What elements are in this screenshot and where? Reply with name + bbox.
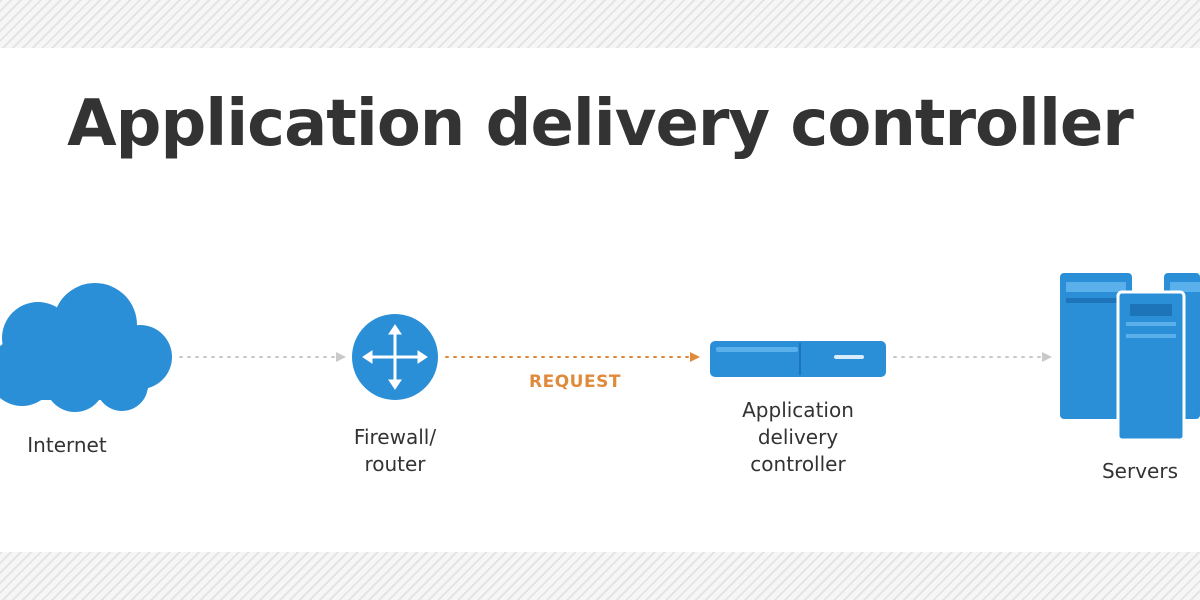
top-stripe-band [0, 0, 1200, 48]
firewall-router-label: Firewall/ router [320, 424, 470, 478]
request-label: REQUEST [529, 372, 621, 392]
router-icon [352, 314, 438, 400]
adc-label-line-2: delivery [757, 425, 839, 449]
appliance-icon [710, 341, 886, 377]
adc-label: Application delivery controller [700, 397, 896, 478]
internet-label: Internet [0, 432, 134, 459]
adc-label-line-1: Application [742, 398, 854, 422]
connector-internet-firewall [179, 352, 346, 362]
adc-label-line-3: controller [750, 452, 846, 476]
firewall-label-line-2: router [364, 452, 426, 476]
diagram-title: Application delivery controller [67, 87, 1134, 161]
connector-firewall-adc [445, 352, 700, 362]
servers-label-text: Servers [1101, 459, 1178, 483]
servers-label: Servers [1080, 458, 1200, 485]
firewall-label-line-1: Firewall/ [353, 425, 437, 449]
cloud-icon [0, 283, 172, 412]
connector-adc-servers [893, 352, 1052, 362]
bottom-stripe-band [0, 552, 1200, 600]
internet-label-text: Internet [27, 433, 107, 457]
server-rack-icon [1060, 273, 1200, 442]
